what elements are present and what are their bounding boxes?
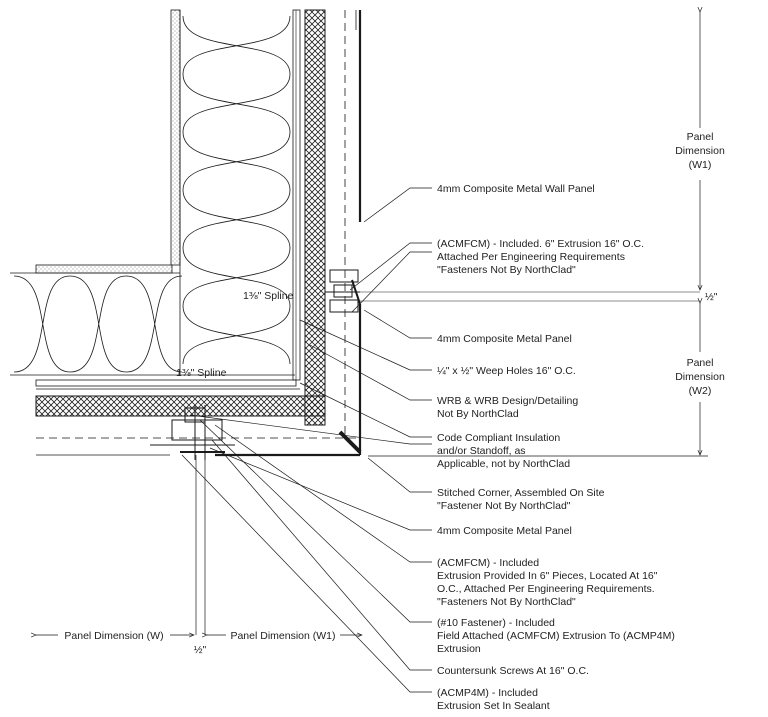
callout-c8-line-1: 4mm Composite Metal Panel: [437, 525, 572, 537]
callout-c2-line-2: Attached Per Engineering Requirements: [437, 251, 625, 263]
dimension-labels: Panel Dimension (W1) ½" Panel Dimension …: [64, 131, 725, 656]
callout-c6-line-3: Applicable, not by NorthClad: [437, 458, 570, 470]
callout-c9-line-3: O.C., Attached Per Engineering Requireme…: [437, 583, 655, 595]
w2-label-3: (W2): [689, 385, 712, 397]
batt-loop: [13, 275, 71, 373]
joint-gap-label: ½": [705, 291, 718, 303]
callout-c7-line-2: "Fastener Not By NorthClad": [437, 500, 571, 512]
horizontal-assembly: [10, 264, 362, 457]
leader-lines: [181, 187, 432, 693]
callout-c10-line-3: Extrusion: [437, 643, 481, 655]
callout-c4-line-1: ¼" x ½" Weep Holes 16" O.C.: [437, 365, 576, 377]
callout-c9-line-2: Extrusion Provided In 6" Pieces, Located…: [437, 570, 658, 582]
callout-c9-line-4: "Fasteners Not By NorthClad": [437, 596, 576, 608]
callout-c6-line-1: Code Compliant Insulation: [437, 432, 560, 444]
callout-c11-line-1: Countersunk Screws At 16" O.C.: [437, 665, 589, 677]
callout-c12-line-2: Extrusion Set In Sealant: [437, 700, 550, 712]
batt-loop: [69, 275, 127, 373]
callout-c7-line-1: Stitched Corner, Assembled On Site: [437, 487, 605, 499]
callout-c10-line-1: (#10 Fastener) - Included: [437, 617, 555, 629]
callout-c12-line-1: (ACMP4M) - Included: [437, 687, 538, 699]
w1-top-label-3: (W1): [689, 159, 712, 171]
right-dimension-lines: [368, 12, 708, 457]
callout-c5-line-2: Not By NorthClad: [437, 408, 519, 420]
corner-extrusion: [150, 405, 235, 635]
spline-horizontal-label: 1⅜" Spline: [176, 367, 227, 379]
batt-insulation-vertical: [182, 15, 291, 365]
w1-top-label-1: Panel: [687, 131, 714, 143]
bottom-left-dim-label: Panel Dimension (W): [64, 630, 163, 642]
callout-c10-line-2: Field Attached (ACMFCM) Extrusion To (AC…: [437, 630, 675, 642]
bottom-gap-label: ½": [194, 644, 207, 656]
callout-c9-line-1: (ACMFCM) - Included: [437, 557, 539, 569]
callout-c3-line-1: 4mm Composite Metal Panel: [437, 333, 572, 345]
batt-loop: [182, 247, 291, 307]
batt-loop: [182, 305, 291, 365]
vertical-wall-assembly: [170, 9, 362, 455]
callout-labels: 4mm Composite Metal Wall Panel (ACMFCM) -…: [437, 183, 675, 712]
batt-loop: [125, 275, 183, 373]
callout-c6-line-2: and/or Standoff, as: [437, 445, 526, 457]
callout-c1-line-1: 4mm Composite Metal Wall Panel: [437, 183, 595, 195]
callout-c2-line-3: "Fasteners Not By NorthClad": [437, 264, 576, 276]
w1-top-label-2: Dimension: [675, 145, 725, 157]
callout-c5-line-1: WRB & WRB Design/Detailing: [437, 395, 578, 407]
vertical-joint-extrusion: [325, 269, 700, 313]
batt-loop: [182, 189, 291, 249]
bottom-right-dim-label: Panel Dimension (W1): [230, 630, 335, 642]
batt-loop: [182, 73, 291, 133]
w2-label-2: Dimension: [675, 371, 725, 383]
w2-label-1: Panel: [687, 357, 714, 369]
callout-c2-line-1: (ACMFCM) - Included. 6" Extrusion 16" O.…: [437, 238, 644, 250]
spline-vertical-label: 1⅜" Spline: [243, 290, 294, 302]
batt-loop: [182, 15, 291, 75]
batt-loop: [182, 131, 291, 191]
batt-insulation-horizontal: [13, 275, 183, 373]
